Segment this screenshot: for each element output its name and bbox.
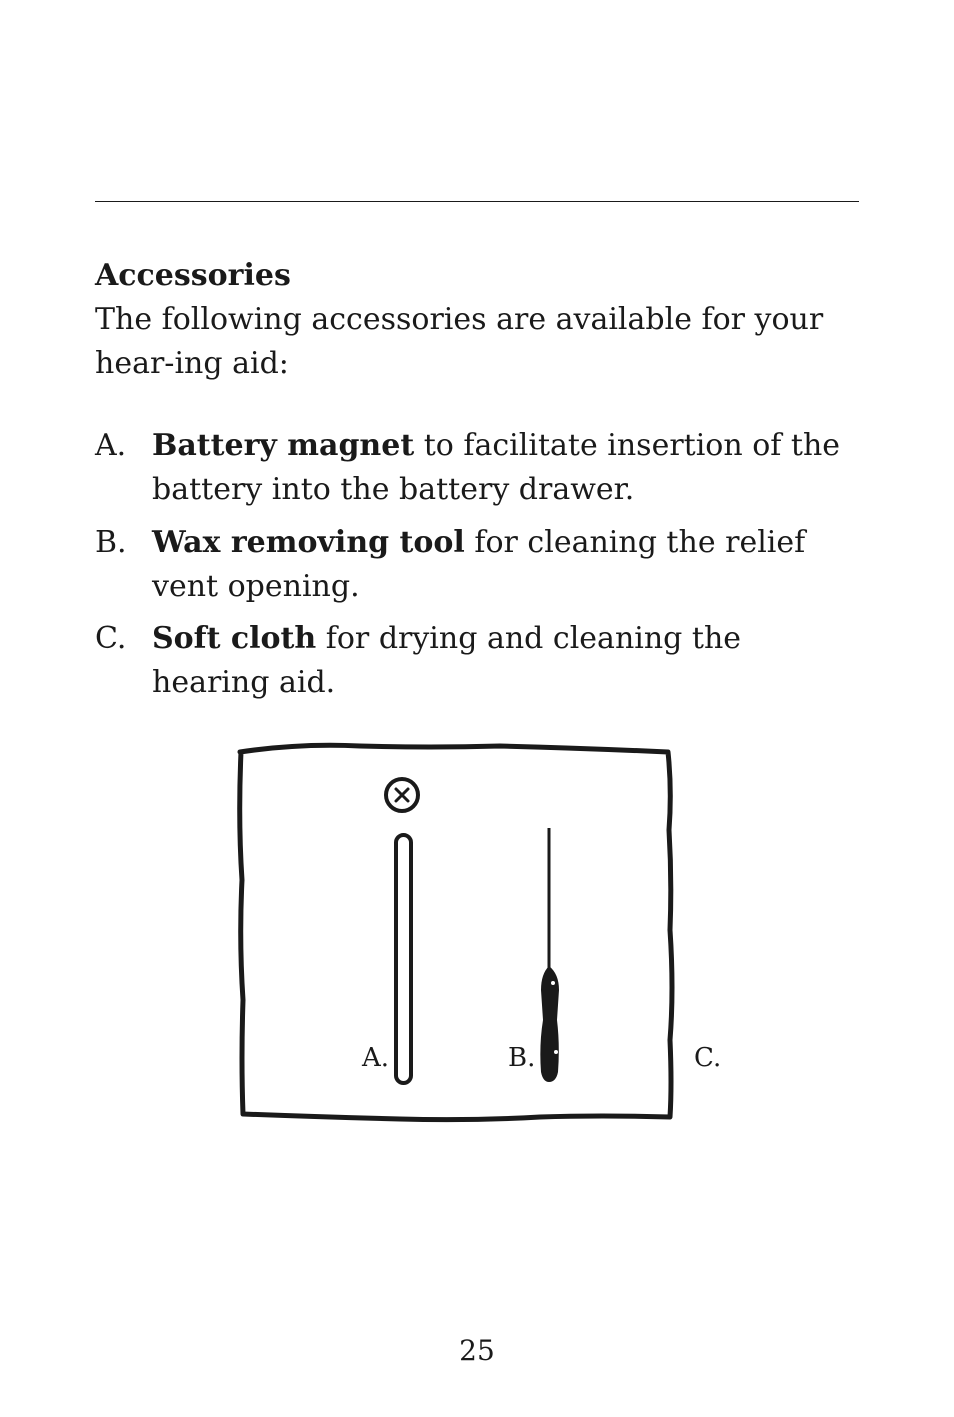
accessories-illustration <box>237 742 675 1123</box>
list-item-letter: A. <box>95 428 127 463</box>
wax-removing-tool-icon <box>540 828 559 1082</box>
list-item-letter: C. <box>95 621 127 656</box>
top-divider <box>95 201 859 202</box>
figure-label-b: B. <box>508 1043 536 1073</box>
page-number: 25 <box>459 1334 495 1367</box>
list-item-name: Wax removing tool <box>152 525 465 560</box>
list-item-wax-removing-tool: B. Wax removing tool for cleaning the re… <box>95 521 859 609</box>
figure-label-c: C. <box>694 1043 722 1073</box>
list-item-text: Wax removing tool for cleaning the relie… <box>152 521 859 609</box>
list-item-description: for cleaning the relief vent opening. <box>152 525 806 604</box>
list-item-soft-cloth: C. Soft cloth for drying and cleaning th… <box>95 617 859 705</box>
list-item-letter: B. <box>95 525 127 560</box>
section-heading: Accessories <box>95 258 291 293</box>
list-item-name: Soft cloth <box>152 621 317 656</box>
list-item-description: to facilitate insertion of the battery i… <box>152 428 841 507</box>
soft-cloth-icon <box>237 742 675 1123</box>
list-item-name: Battery magnet <box>152 428 415 463</box>
list-item-text: Soft cloth for drying and cleaning the h… <box>152 617 859 705</box>
figure-label-a: A. <box>362 1043 390 1073</box>
list-item-description: for drying and cleaning the hearing aid. <box>152 621 742 700</box>
battery-magnet-icon <box>384 777 420 1085</box>
list-item-text: Battery magnet to facilitate insertion o… <box>152 424 859 512</box>
intro-paragraph: The following accessories are available … <box>95 302 824 381</box>
list-item-battery-magnet: A. Battery magnet to facilitate insertio… <box>95 424 859 512</box>
